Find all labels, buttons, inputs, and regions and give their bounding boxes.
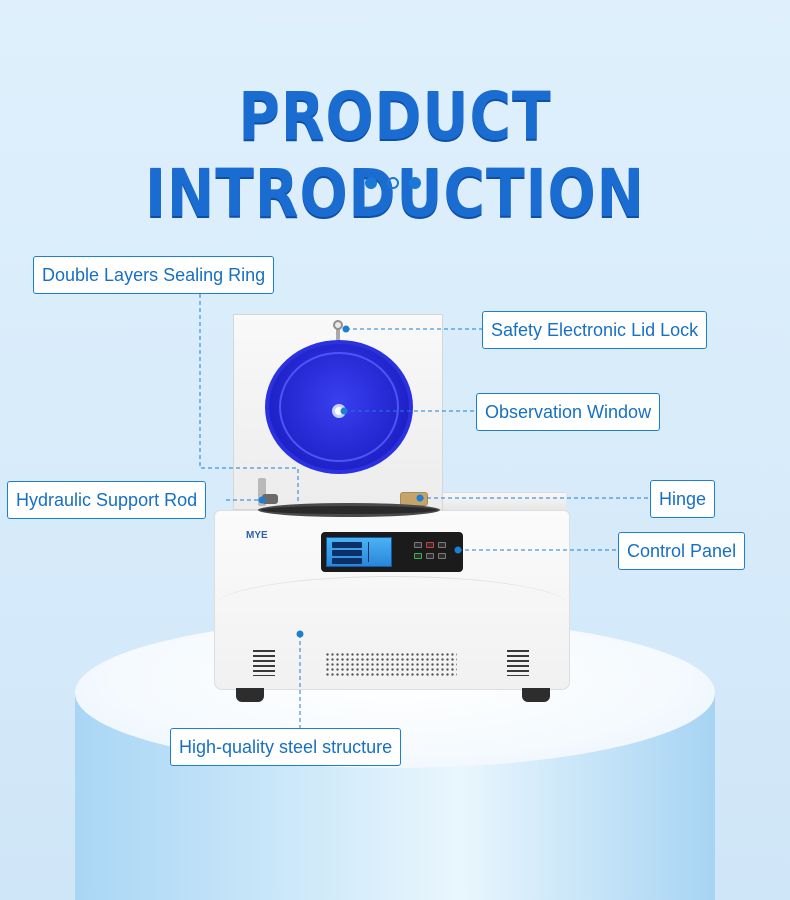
label-hydraulic-support-rod: Hydraulic Support Rod — [7, 481, 207, 519]
leader-sealing-ring — [199, 294, 299, 504]
pagination-dots — [365, 177, 421, 189]
brand-logo: MYE — [246, 530, 268, 541]
lcd-row — [332, 550, 362, 556]
anchor-dot — [342, 325, 350, 333]
lid-lock-stem — [336, 324, 340, 344]
panel-button — [426, 553, 434, 559]
panel-button — [414, 553, 422, 559]
label-high-quality-steel-structure: High-quality steel structure — [170, 728, 402, 766]
panel-button — [438, 542, 446, 548]
anchor-dot — [416, 494, 424, 502]
lcd-row — [332, 558, 362, 564]
foot-right — [522, 688, 550, 702]
anchor-dot — [296, 630, 304, 638]
anchor-dot — [340, 407, 348, 415]
page-title: PRODUCT INTRODUCTION — [144, 78, 646, 232]
panel-button — [438, 553, 446, 559]
panel-button — [414, 542, 422, 548]
observation-window-rim — [279, 352, 399, 462]
pagination-dot-1 — [365, 177, 377, 189]
pagination-dot-3 — [409, 177, 421, 189]
hydraulic-rod — [258, 478, 266, 506]
label-control-panel: Control Panel — [618, 532, 746, 570]
label-safety-electronic-lid-lock: Safety Electronic Lid Lock — [482, 311, 708, 349]
body-contour — [214, 576, 570, 607]
label-hinge: Hinge — [650, 480, 716, 518]
lcd-row — [332, 542, 362, 548]
lid-lock-icon — [333, 320, 343, 330]
rear-deck — [441, 492, 566, 511]
foot-left — [236, 688, 264, 702]
anchor-dot — [454, 546, 462, 554]
label-double-layers-sealing-ring: Double Layers Sealing Ring — [33, 256, 275, 294]
hydraulic-rod-mount — [262, 494, 278, 504]
anchor-dot — [258, 496, 266, 504]
lcd-screen — [326, 537, 392, 567]
sealing-ring — [258, 503, 440, 517]
pagination-dot-2 — [387, 177, 399, 189]
side-vent-right — [507, 650, 529, 676]
label-observation-window: Observation Window — [476, 393, 661, 431]
lcd-side-readout — [368, 542, 387, 562]
front-grille — [325, 652, 457, 678]
side-vent-left — [253, 650, 275, 676]
panel-button — [426, 542, 434, 548]
